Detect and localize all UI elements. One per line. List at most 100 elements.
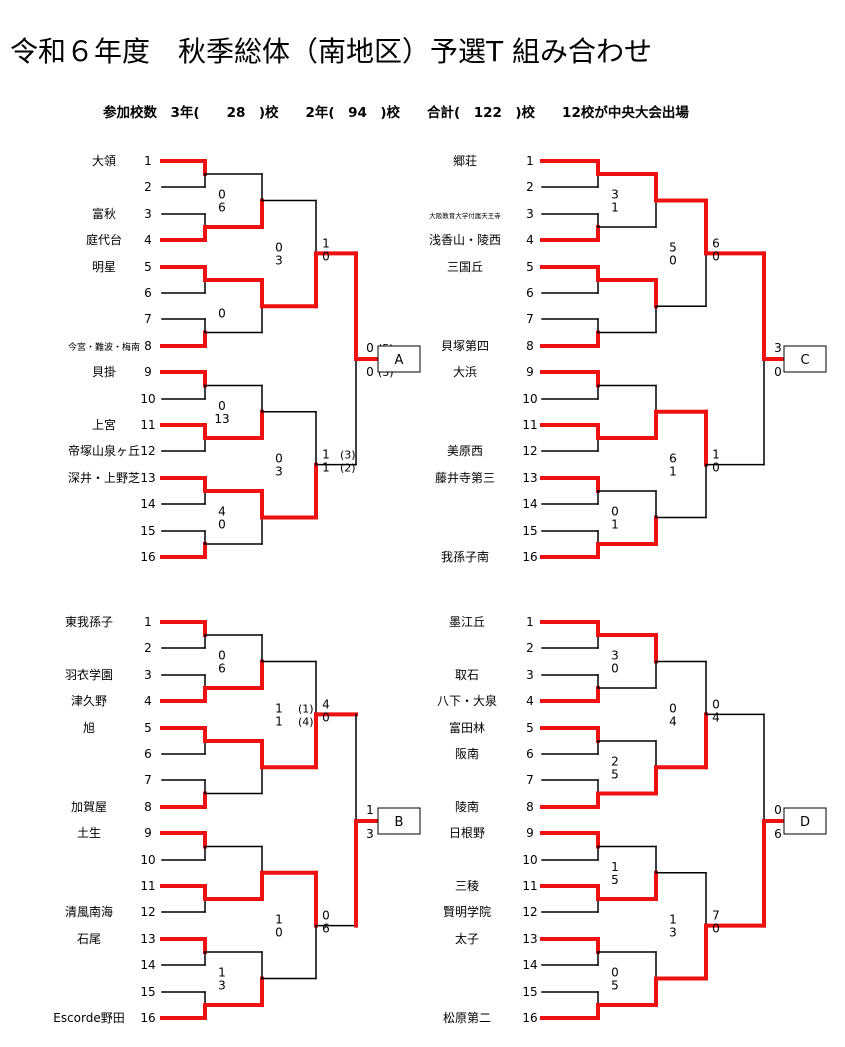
- team-name: 日根野: [449, 826, 485, 840]
- team-name: 津久野: [71, 694, 107, 708]
- team-name: 庭代台: [86, 232, 122, 247]
- team-name: 大浜: [453, 365, 477, 379]
- pk-score: (2): [340, 462, 356, 475]
- seed-number: 1: [144, 615, 152, 629]
- team-name: 松原第二: [443, 1011, 491, 1025]
- match-score: 0: [774, 365, 782, 379]
- seed-number: 2: [144, 180, 152, 194]
- block-label-box: [377, 807, 421, 835]
- seed-number: 3: [526, 668, 534, 682]
- match-score: 1: [366, 803, 374, 817]
- match-score: 1: [322, 461, 330, 475]
- seed-number: 4: [526, 233, 534, 247]
- team-name: 深井・上野芝: [68, 470, 140, 485]
- match-score: 1: [669, 465, 677, 479]
- seed-number: 2: [526, 180, 534, 194]
- block-label-box: [377, 345, 421, 373]
- seed-number: 7: [526, 312, 534, 326]
- pk-score: (3): [340, 449, 356, 462]
- match-score: 3: [275, 253, 283, 267]
- seed-number: 8: [526, 339, 534, 353]
- match-score: 0: [218, 188, 226, 202]
- seed-number: 11: [522, 418, 537, 432]
- match-score: 7: [712, 909, 720, 923]
- match-score: 6: [218, 201, 226, 215]
- match-score: 6: [322, 922, 330, 936]
- match-score: 0: [669, 253, 677, 267]
- match-score: 13: [214, 412, 229, 426]
- seed-number: 12: [522, 905, 537, 919]
- block-label-box: [783, 807, 827, 835]
- seed-number: 2: [526, 641, 534, 655]
- match-score: 1: [322, 448, 330, 462]
- seed-number: 16: [522, 1011, 537, 1025]
- team-name: 阪南: [455, 746, 479, 761]
- team-name: 貝掛: [92, 364, 116, 379]
- seed-number: 11: [522, 879, 537, 893]
- team-name: 今宮・難波・梅南: [68, 341, 140, 353]
- team-name: 帝塚山泉ヶ丘: [68, 443, 140, 458]
- seed-number: 7: [144, 312, 152, 326]
- seed-number: 3: [526, 207, 534, 221]
- seed-number: 15: [140, 985, 155, 999]
- team-name: 明星: [92, 260, 116, 274]
- match-score: 0: [611, 966, 619, 980]
- match-score: 4: [322, 697, 330, 711]
- seed-number: 1: [526, 154, 534, 168]
- match-score: 0: [218, 399, 226, 413]
- team-name: 貝塚第四: [441, 339, 489, 353]
- match-score: 0: [774, 803, 782, 817]
- seed-number: 9: [526, 365, 534, 379]
- team-name: 八下・大泉: [437, 694, 497, 708]
- team-name: 我孫子南: [441, 549, 489, 564]
- team-name: 三稜: [455, 879, 479, 893]
- seed-number: 8: [526, 800, 534, 814]
- seed-number: 15: [522, 524, 537, 538]
- team-name: 浅香山・陵西: [429, 233, 501, 247]
- team-name: 加賀屋: [71, 800, 107, 814]
- participation-summary: 参加校数 3年( 28 )校 2年( 94 )校 合計( 122 )校 12校が…: [103, 105, 689, 121]
- seed-number: 13: [140, 932, 155, 946]
- match-score: 0: [322, 909, 330, 923]
- match-score: 6: [218, 662, 226, 676]
- match-score: 3: [611, 188, 619, 202]
- match-score: 0: [322, 249, 330, 263]
- match-score: 0: [669, 701, 677, 715]
- team-name: Escorde野田: [53, 1011, 125, 1025]
- match-score: 4: [669, 714, 677, 728]
- seed-number: 14: [140, 497, 155, 511]
- seed-number: 5: [144, 721, 152, 735]
- match-score: 6: [669, 452, 677, 466]
- match-score: 4: [712, 710, 720, 724]
- match-score: 0: [712, 461, 720, 475]
- team-name: 東我孫子: [65, 615, 113, 629]
- seed-number: 15: [522, 985, 537, 999]
- team-name: 旭: [83, 721, 95, 735]
- match-score: 3: [366, 827, 374, 841]
- block-label: B: [395, 815, 404, 830]
- pk-score: (4): [298, 715, 314, 728]
- block-label: A: [395, 353, 404, 368]
- match-score: 3: [774, 341, 782, 355]
- seed-number: 6: [144, 286, 152, 300]
- match-score: 5: [611, 979, 619, 993]
- seed-number: 10: [140, 392, 155, 406]
- match-score: 0: [712, 697, 720, 711]
- match-score: 0: [611, 505, 619, 519]
- team-name: 賢明学院: [443, 904, 491, 919]
- match-score: 1: [275, 714, 283, 728]
- seed-number: 12: [522, 444, 537, 458]
- seed-number: 10: [522, 853, 537, 867]
- match-score: 5: [669, 240, 677, 254]
- seed-number: 4: [144, 694, 152, 708]
- seed-number: 8: [144, 339, 152, 353]
- match-score: 2: [611, 754, 619, 768]
- seed-number: 15: [140, 524, 155, 538]
- match-score: 0: [712, 922, 720, 936]
- match-score: 0: [322, 710, 330, 724]
- match-score: 3: [218, 979, 226, 993]
- seed-number: 11: [140, 879, 155, 893]
- seed-number: 13: [140, 471, 155, 485]
- match-score: 1: [611, 518, 619, 532]
